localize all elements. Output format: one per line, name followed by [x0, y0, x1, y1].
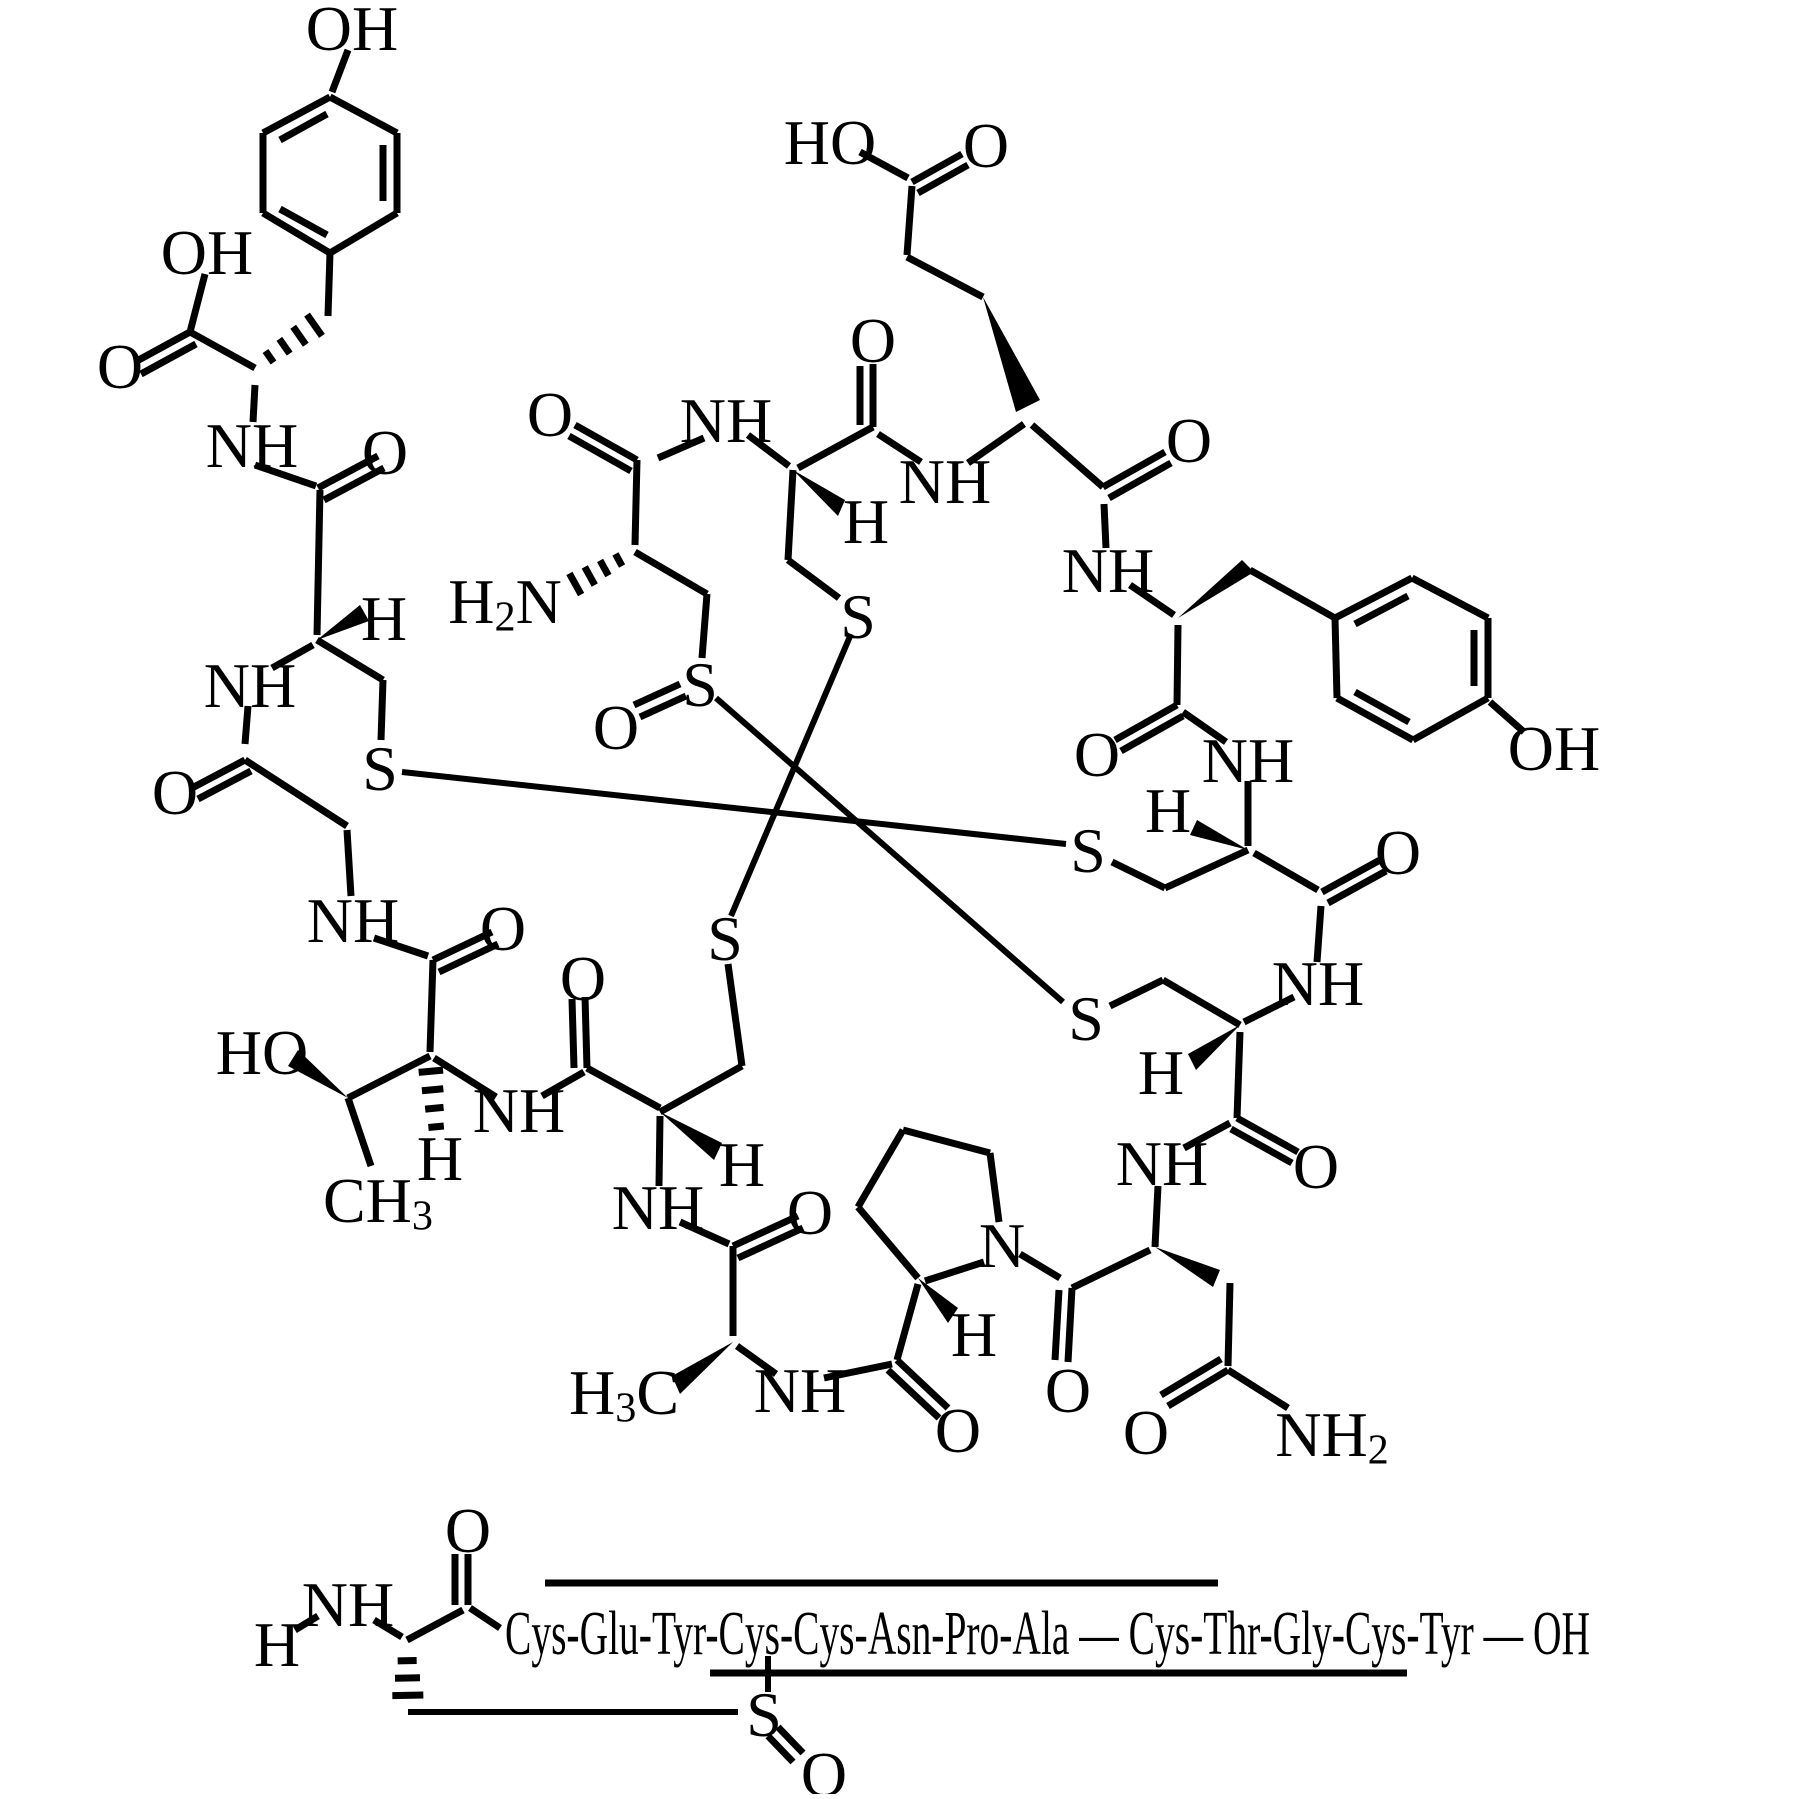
atom-label-nh-tyr4: NH — [1062, 535, 1154, 606]
atom-label-o-cys13: O — [362, 417, 408, 488]
bond-c13-alpha — [317, 490, 320, 635]
atom-label-ho-thr11: HO — [216, 1017, 308, 1088]
atom-label-nh-ala9: NH — [754, 1355, 846, 1426]
atom-label-o-glu3-carboxyl: O — [963, 110, 1009, 181]
atom-label-o-cys5: O — [1375, 817, 1421, 888]
atom-label-nh-asn7: NH — [1116, 1128, 1208, 1199]
atom-label-nh-cys10: NH — [612, 1172, 704, 1243]
atom-label-h-cys10: H — [719, 1129, 765, 1200]
atom-label-o-cys10: O — [560, 943, 606, 1014]
atom-label-o-asn7-side: O — [1123, 1397, 1169, 1468]
atom-label-h-cys6: H — [1138, 1037, 1184, 1108]
atom-label-h-cys5: H — [1145, 775, 1191, 846]
atom-label-h-pro8: H — [951, 1299, 997, 1370]
bond-asn-o1 — [1068, 1288, 1072, 1362]
hash-thr-h-tick-1 — [422, 1089, 443, 1091]
atom-label-oh-tyr14-carboxyl: OH — [161, 217, 253, 288]
atom-label-h-thr11: H — [417, 1123, 463, 1194]
atom-label-o-glu3: O — [1166, 405, 1212, 476]
atom-label-nh-thr11: NH — [473, 1075, 565, 1146]
atom-label-ho-glu3: HO — [784, 107, 876, 178]
atom-label-s-cys13: S — [362, 733, 398, 804]
atom-label-o-formula-carbonyl: O — [445, 1495, 491, 1566]
atom-label-nh-cys5: NH — [1202, 725, 1294, 796]
atom-label-o-tyr4: O — [1074, 719, 1120, 790]
atom-label-h-cys2: H — [843, 486, 889, 557]
atom-label-o-cys2: O — [850, 305, 896, 376]
atom-label-o-cys1-sulfoxide: O — [593, 692, 639, 763]
atom-label-oh-tyr4: OH — [1508, 713, 1600, 784]
bond-c1-alpha — [635, 460, 637, 545]
bond-tyr4-ring-6 — [1335, 618, 1337, 698]
bond-tyr4-c-alpha — [1177, 625, 1178, 705]
hash-f-alpha-tick-2 — [392, 1695, 423, 1696]
atom-label-nh-cys2: NH — [680, 385, 772, 456]
atom-label-o-cys6: O — [1293, 1131, 1339, 1202]
atom-label-oh-tyr14-phenol: OH — [306, 0, 398, 64]
atom-label-nh-gly12: NH — [307, 885, 399, 956]
hash-thr-h-tick-2 — [425, 1107, 443, 1109]
bond-glu-ch2a-cooh — [907, 186, 912, 255]
atom-label-s-cys1-sulfoxide: S — [682, 649, 718, 720]
bond-c13-ch2-s — [381, 680, 383, 740]
hash-thr-h-tick-0 — [419, 1070, 443, 1072]
atom-label-nh-glu3: NH — [899, 446, 991, 517]
atom-label-o-formula-sulfoxide: O — [801, 1739, 847, 1795]
atom-label-s-formula-sulfoxide: S — [746, 1679, 782, 1750]
atom-label-s-cys5: S — [1070, 815, 1106, 886]
atom-label-o-gly12: O — [152, 757, 198, 828]
atom-label-o-asn7-amide: O — [1045, 1355, 1091, 1426]
atom-label-o-thr11: O — [480, 893, 526, 964]
atom-label-n-pro8: N — [979, 1210, 1025, 1281]
atom-label-h-nterm: H — [254, 1609, 300, 1680]
bond-asn-ch2-sidec — [1228, 1283, 1230, 1366]
atom-label-nh-cys6: NH — [1272, 948, 1364, 1019]
atom-label-o-tyr14-carboxyl: O — [97, 331, 143, 402]
bond-thr-c-alpha — [430, 960, 433, 1052]
atom-label-nh-nterm: NH — [302, 1569, 394, 1640]
sequence-text: Cys-Glu-Tyr-Cys-Cys-Asn-Pro-Ala — Cys-Th… — [505, 1600, 1590, 1668]
atom-label-s-cys2: S — [840, 581, 876, 652]
bond-c2alpha-ch2 — [788, 470, 793, 560]
bond-tyr14-ch2 — [328, 253, 330, 316]
atom-label-o-ala9: O — [787, 1177, 833, 1248]
atom-label-h-cys13: H — [361, 583, 407, 654]
sequence-layer: Cys-Glu-Tyr-Cys-Cys-Asn-Pro-Ala — Cys-Th… — [505, 1600, 1590, 1668]
atom-label-s-cys6: S — [1068, 983, 1104, 1054]
atom-label-nh-cys13: NH — [204, 650, 296, 721]
atom-label-o-pro8: O — [935, 1395, 981, 1466]
atom-label-o-cys1: O — [527, 379, 573, 450]
atom-label-nh-tyr14: NH — [206, 410, 298, 481]
bond-asn-o2 — [1055, 1290, 1059, 1360]
atom-label-s-cys10: S — [707, 903, 743, 974]
bond-c6-alpha — [1237, 1032, 1240, 1118]
